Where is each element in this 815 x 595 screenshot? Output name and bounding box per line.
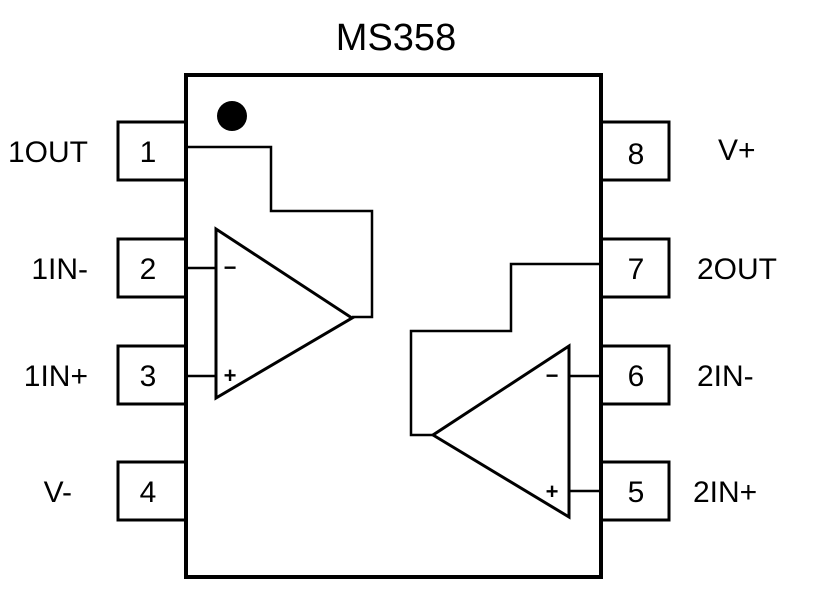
pin-2: 2 1IN- [31,237,188,299]
pin-3-label: 1IN+ [24,360,88,393]
opamp-1-noninverting-sign: + [224,363,237,388]
pin-8-box [599,120,671,182]
opamp-2-inverting-sign: − [546,363,559,388]
pin-5-number: 5 [628,476,645,509]
pin-4: 4 V- [44,460,188,522]
opamp-1: − + [186,145,374,401]
opamp-1-feedback-wire [186,145,374,319]
pin-8-number: 8 [628,138,645,171]
pin-7: 7 2OUT [599,237,777,299]
opamp-2-noninverting-sign: + [546,479,559,504]
pin-2-label: 1IN- [31,253,88,286]
ic-body [184,73,603,579]
pin-8: 8 V+ [599,120,756,182]
pin-1-number: 1 [140,136,157,169]
pin-1-box [116,120,188,182]
pin-8-label: V+ [718,134,756,167]
pin-6: 6 2IN- [599,344,754,406]
opamp-2-feedback-wire [409,262,601,437]
pin-5: 5 2IN+ [599,460,757,522]
opamp-1-triangle [214,226,355,401]
pin-3: 3 1IN+ [24,344,188,406]
chip-title: MS358 [336,17,456,59]
pin-3-number: 3 [140,360,157,393]
opamp-1-inverting-sign: − [224,255,237,280]
pin-1: 1 1OUT [8,120,188,182]
pin1-marker-dot [217,101,247,131]
pin-4-number: 4 [140,476,157,509]
pin-7-box [599,237,671,299]
pin-1-label: 1OUT [8,136,88,169]
opamp-2: − + [409,262,601,520]
pin-7-label: 2OUT [697,253,777,286]
opamp-2-triangle [430,343,571,520]
pin-4-label: V- [44,476,72,509]
pin-5-label: 2IN+ [693,476,757,509]
pin-6-number: 6 [628,360,645,393]
pin-2-number: 2 [140,253,157,286]
pin-7-number: 7 [628,253,645,286]
pin-4-box [116,460,188,522]
pin-6-label: 2IN- [697,360,754,393]
